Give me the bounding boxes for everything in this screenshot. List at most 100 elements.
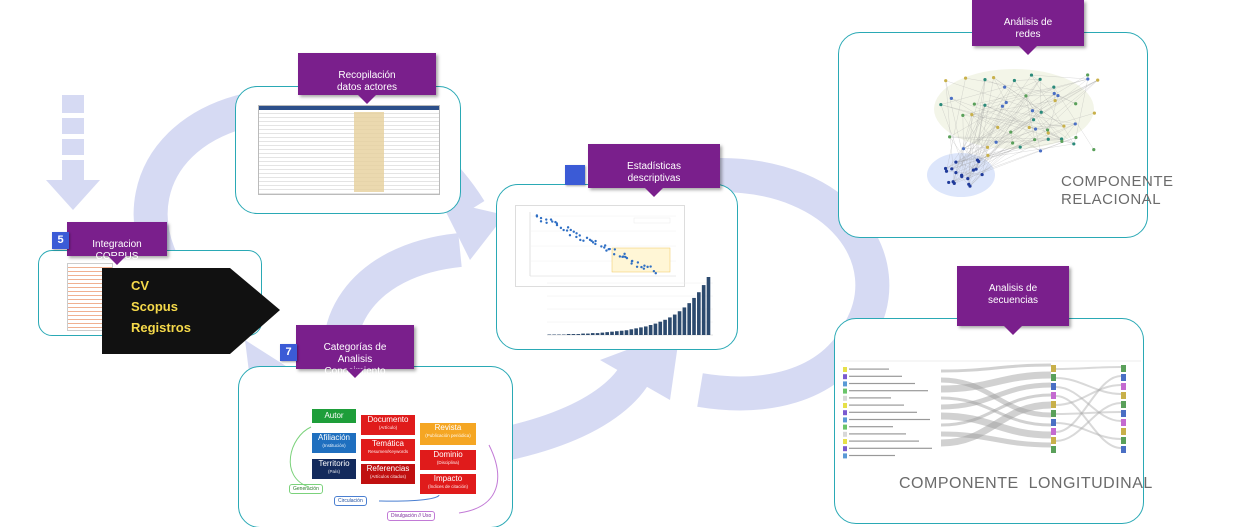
scatter-point	[585, 236, 589, 240]
network-edge	[949, 136, 974, 171]
tag-pointer	[346, 369, 364, 378]
sequence-node	[1051, 383, 1056, 390]
scatter-point	[618, 255, 622, 258]
network-edge	[1032, 110, 1074, 145]
cat-documento-label: Documento	[367, 415, 409, 424]
bar	[648, 325, 653, 335]
sequence-node	[1121, 437, 1126, 444]
scatter-point	[578, 234, 581, 237]
network-node	[1009, 130, 1013, 134]
scatter-point	[612, 253, 616, 256]
network-node	[971, 168, 976, 172]
network-node	[1045, 128, 1050, 132]
down-arrow-seg2	[62, 118, 84, 134]
sequence-flow	[1055, 377, 1122, 395]
actors-table-thumbnail	[258, 105, 440, 195]
network-node	[1046, 137, 1050, 141]
cat-referencias-sub: (Artículos citados)	[369, 474, 406, 479]
scatter-point	[575, 232, 578, 235]
network-edge	[965, 77, 1055, 94]
network-edge	[984, 79, 1005, 88]
scatter-point	[562, 228, 565, 232]
scatter-point	[569, 228, 572, 232]
sequence-node	[1051, 410, 1056, 417]
scatter-point	[572, 230, 575, 233]
network-node	[991, 76, 996, 80]
network-node	[1033, 127, 1038, 131]
scatter-point	[551, 220, 554, 223]
sequence-left-marker	[843, 388, 847, 394]
network-edge	[945, 128, 1036, 169]
sequence-node	[1051, 392, 1056, 399]
network-node	[1027, 125, 1031, 130]
network-node	[948, 135, 952, 139]
sequence-flow	[940, 396, 1052, 427]
network-edge	[945, 119, 1034, 169]
cat-territorio-label: Territorio	[318, 459, 350, 468]
scatter-point	[539, 216, 543, 220]
sequence-flow	[1055, 366, 1122, 370]
network-node	[939, 102, 943, 107]
sequence-left-marker	[843, 395, 847, 401]
scatter-highlight-region	[611, 247, 671, 273]
secuencias-label: Analisis de secuencias	[987, 283, 1039, 306]
network-node	[996, 125, 1000, 129]
cat-impacto-sub: (Índices de citación)	[427, 484, 469, 489]
bar	[692, 297, 696, 335]
scatter-legend-box	[633, 217, 671, 224]
network-edge	[945, 80, 955, 184]
connector-blue	[378, 494, 440, 502]
cat-autor-label: Autor	[324, 411, 344, 420]
bar	[668, 317, 672, 335]
scatter-point	[594, 239, 597, 243]
secuencias-box: COMPONENTE LONGITUDINAL	[834, 318, 1152, 524]
recopilacion-label: Recopilación datos actores	[336, 70, 398, 93]
sequence-left-marker	[843, 439, 847, 444]
network-edge	[940, 104, 1036, 130]
sequence-left-label	[849, 375, 902, 377]
network-node	[1060, 139, 1064, 143]
scatter-chart	[515, 205, 685, 287]
sequence-flow	[940, 382, 1052, 410]
network-edge	[949, 136, 1062, 140]
network-node	[1086, 77, 1090, 81]
sequence-flow	[1055, 384, 1122, 406]
network-edge	[984, 105, 1074, 145]
actors-table-column	[354, 112, 384, 192]
sequence-left-label	[849, 447, 932, 449]
scatter-point	[608, 247, 611, 251]
network-edge	[1031, 74, 1055, 94]
network-node	[1052, 85, 1056, 89]
network-node	[950, 167, 954, 171]
sequence-left-marker	[843, 453, 847, 459]
step-badge	[565, 165, 585, 185]
bar	[653, 323, 658, 335]
scatter-point	[539, 220, 543, 223]
sources-list: CV Scopus Registros	[131, 275, 191, 338]
sequence-flow	[940, 363, 1052, 373]
component-relacional: COMPONENTE RELACIONAL	[1061, 173, 1174, 208]
cat-afiliacion-label: Afiliación	[317, 433, 350, 442]
tag-pointer	[1019, 46, 1037, 55]
network-edge	[1048, 95, 1059, 134]
network-node	[994, 140, 998, 144]
network-edge	[978, 146, 1021, 162]
step-badge-5: 5	[52, 232, 69, 249]
network-node	[1030, 109, 1035, 113]
network-node	[985, 145, 990, 149]
cat-dominio-sub: (Disciplina)	[436, 460, 460, 465]
tag-pointer	[1004, 326, 1022, 335]
cat-territorio-sub: (País)	[327, 469, 340, 474]
scatter-point	[643, 264, 646, 267]
network-edge	[1053, 87, 1094, 150]
sequence-left-marker	[843, 381, 847, 387]
scatter-point	[622, 255, 625, 258]
divulgacion-label: Divulgación // Uso	[387, 511, 436, 521]
network-edge	[977, 79, 986, 161]
network-node	[1011, 141, 1015, 145]
network-edge	[955, 139, 1049, 163]
secuencias-tag: Analisis de secuencias	[957, 266, 1069, 335]
sequence-left-label	[849, 411, 917, 413]
bar-chart	[547, 277, 713, 336]
